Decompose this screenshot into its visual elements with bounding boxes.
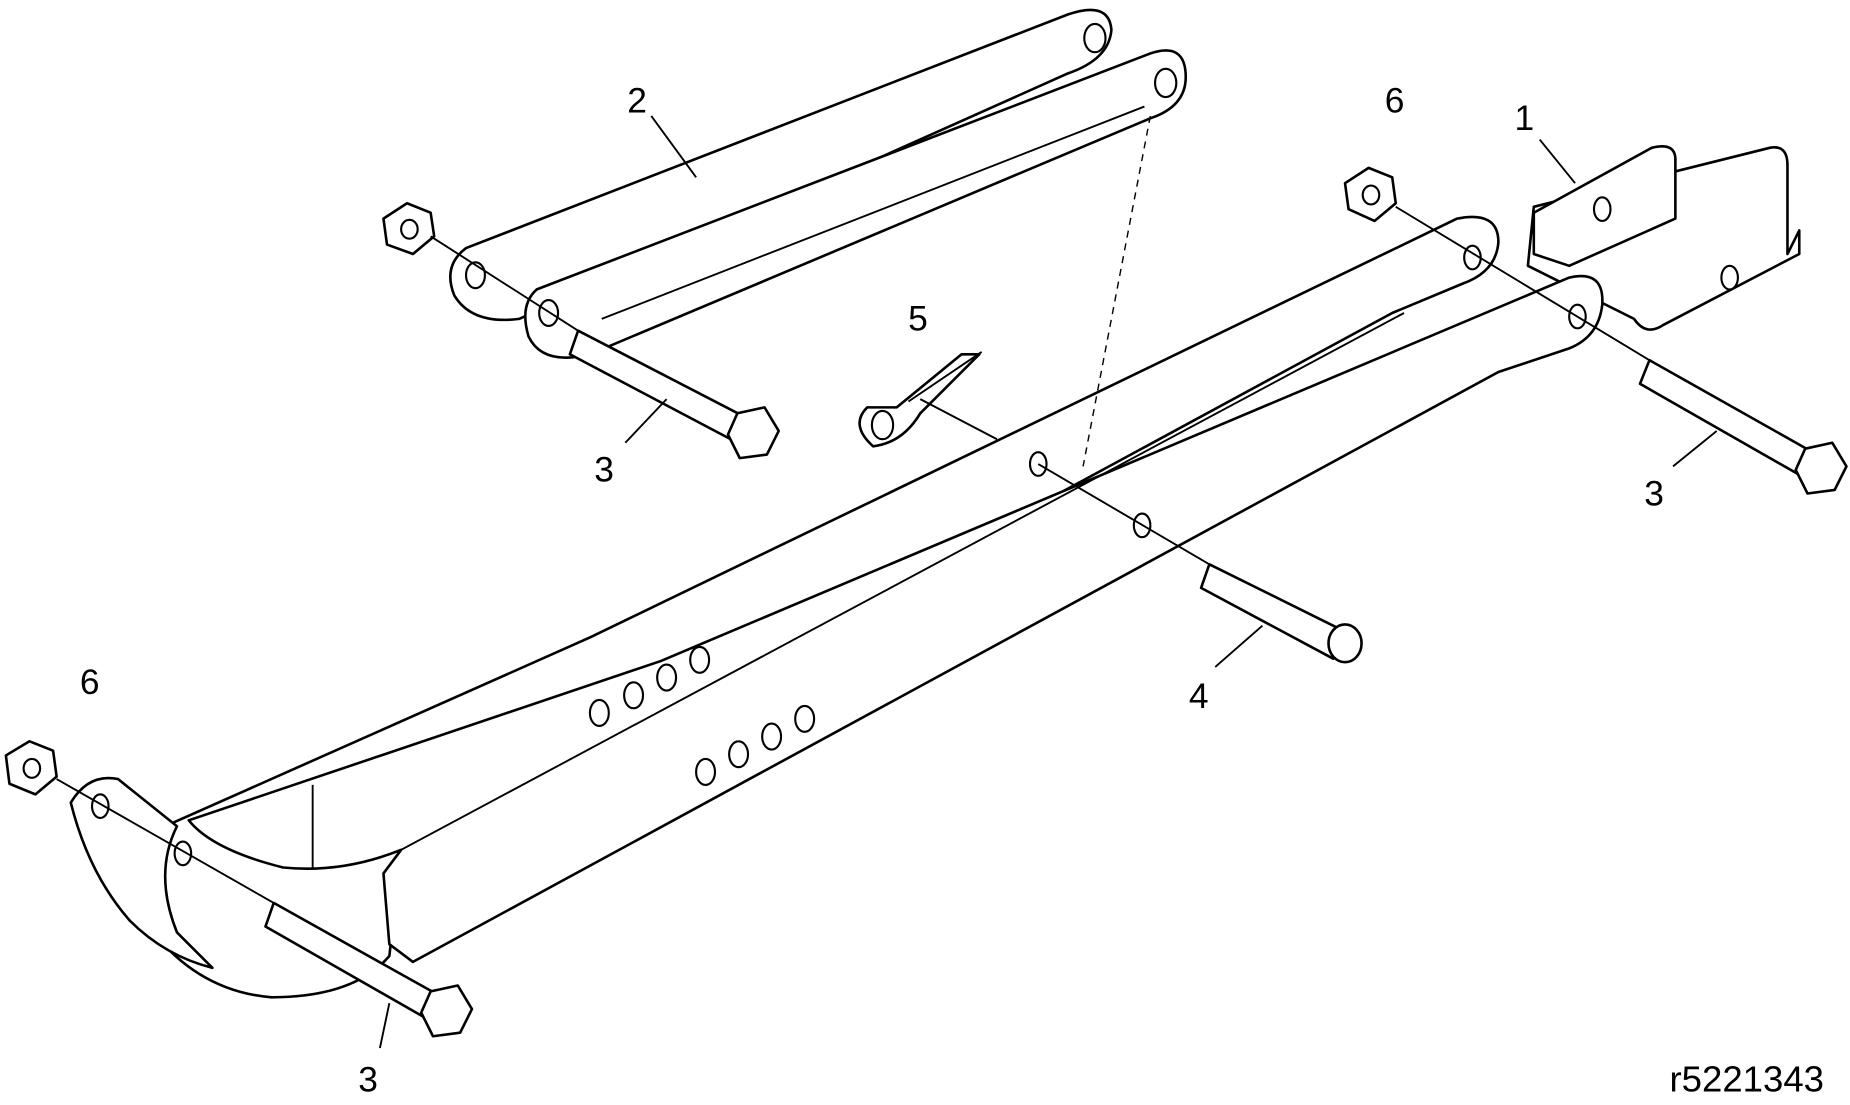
- callout-4: 4: [1189, 677, 1209, 716]
- callout-3-right: 3: [1644, 474, 1664, 513]
- callout-6-left: 6: [80, 663, 100, 702]
- callout-3-top: 3: [594, 451, 614, 490]
- reference-number: r5221343: [1670, 1059, 1825, 1100]
- callout-1: 1: [1515, 99, 1535, 138]
- clevis-pin: [1199, 563, 1363, 664]
- callout-5: 5: [908, 300, 928, 339]
- hair-pin-clip: [858, 351, 983, 448]
- main-link-arm: [69, 215, 1604, 999]
- callout-2: 2: [627, 81, 647, 120]
- callout-6-top: 6: [1385, 81, 1405, 120]
- hex-nut: [4, 166, 1398, 796]
- upper-link-arm: [449, 8, 1188, 359]
- leader-lines: [56, 115, 1718, 1049]
- callout-3-bottom: 3: [358, 1061, 378, 1100]
- bolt: [264, 329, 1848, 1038]
